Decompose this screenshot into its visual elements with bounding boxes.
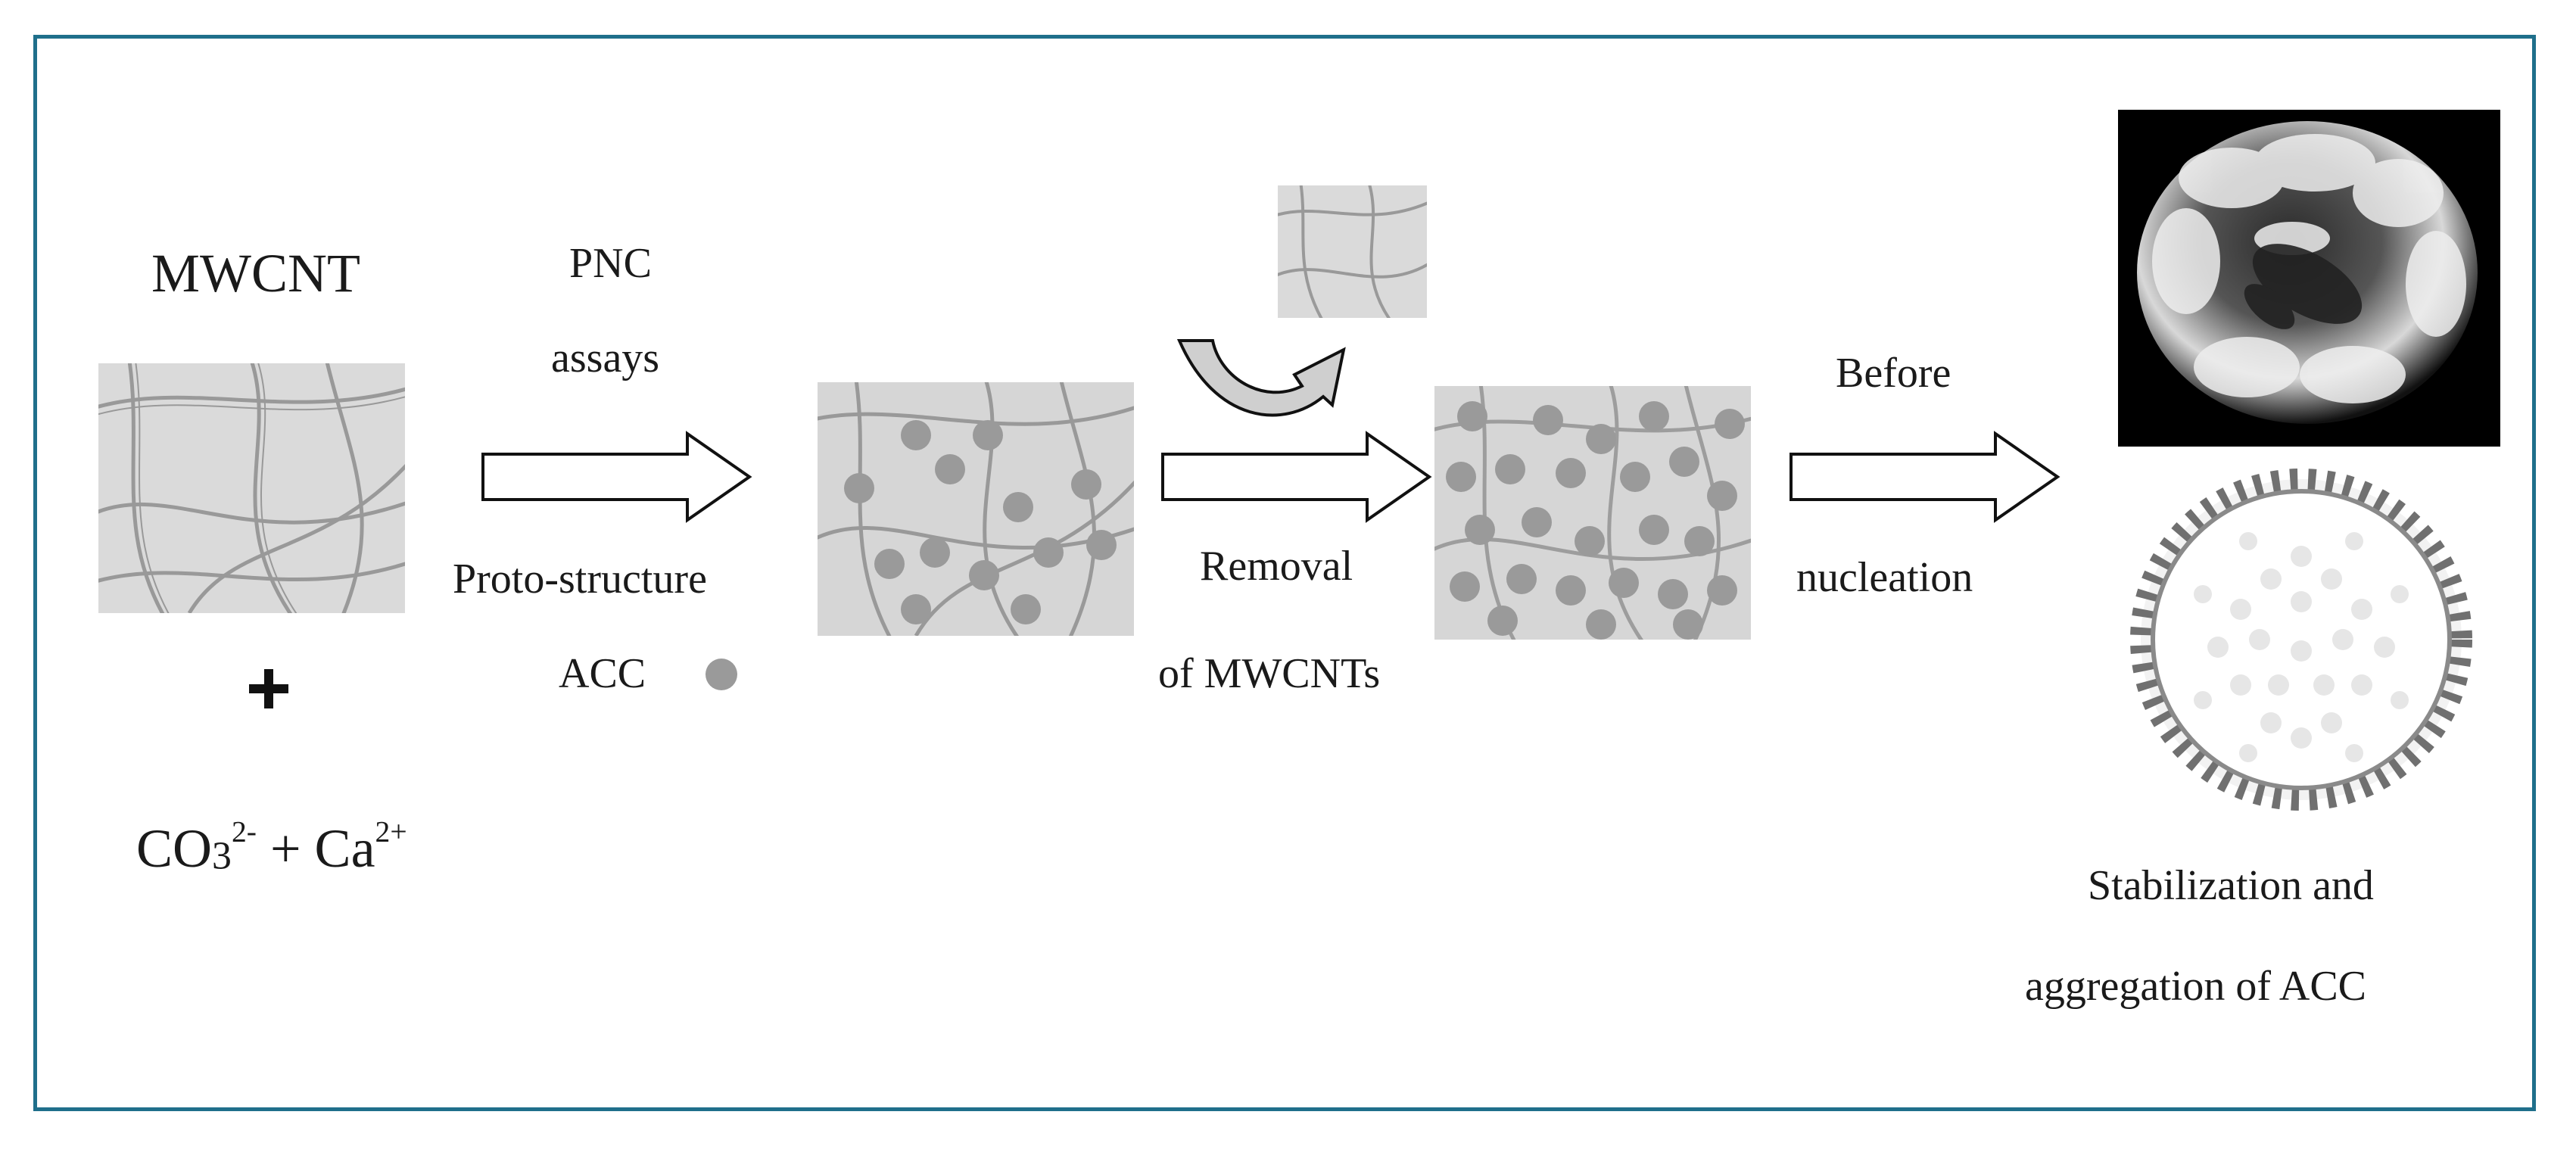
removed-mwcnt-tem-image <box>1278 185 1427 318</box>
plus-icon <box>249 669 288 708</box>
mwcnt-acc-tem-image <box>818 382 1134 636</box>
before-label: Before <box>1836 350 1951 397</box>
ions-label: CO32- + Ca2+ <box>136 814 407 879</box>
acc-aggregate-schematic-icon <box>2127 466 2475 814</box>
process-arrow-icon <box>481 431 753 523</box>
acc-particle-icon <box>706 659 737 690</box>
acc-label: ACC <box>559 650 646 697</box>
stabilization-label: Stabilization and <box>2088 862 2374 909</box>
removal-label: Removal <box>1200 543 1353 590</box>
figure-frame <box>33 35 2536 1111</box>
curved-up-arrow-icon <box>1173 333 1400 431</box>
assays-label: assays <box>551 335 660 381</box>
process-arrow-icon <box>1789 431 2061 523</box>
sem-micrograph-icon <box>2118 110 2500 447</box>
proto-structure-label: Proto-structure <box>453 556 707 603</box>
process-arrow-icon <box>1160 431 1433 523</box>
of-mwcnts-label: of MWCNTs <box>1158 650 1381 697</box>
pnc-label: PNC <box>569 240 652 287</box>
acc-protostructure-tem-image <box>1434 386 1751 640</box>
nucleation-label: nucleation <box>1796 554 1973 601</box>
mwcnt-label: MWCNT <box>151 243 360 304</box>
mwcnt-tem-image <box>98 363 405 613</box>
aggregation-label: aggregation of ACC <box>2025 963 2367 1010</box>
